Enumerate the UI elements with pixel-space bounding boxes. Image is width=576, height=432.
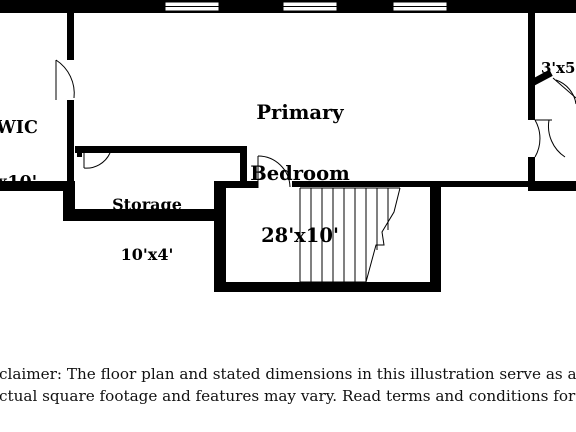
primary-bedroom-name-line1: Primary	[256, 100, 344, 124]
window-2	[282, 1, 338, 12]
closet-dimensions: 3'x5	[541, 58, 576, 77]
primary-bedroom-dimensions: 28'x10'	[261, 223, 339, 247]
primary-bedroom-label: Primary Bedroom 28'x10'	[230, 62, 370, 267]
closet-door-upper	[552, 77, 576, 105]
closet-jog	[528, 69, 553, 88]
storage-bottom-outer-wall	[63, 209, 226, 221]
windows	[164, 1, 448, 12]
storage-name: Storage	[112, 194, 182, 214]
primary-bedroom-name-line2: Bedroom	[250, 162, 350, 186]
stair-enclosure-bottom-wall	[214, 282, 441, 292]
closet-wall-lower	[528, 157, 535, 191]
storage-top-wall	[75, 146, 247, 153]
bottom-wall-left	[0, 181, 75, 191]
disclaimer-line2: ctual square footage and features may va…	[0, 387, 576, 405]
bedroom-bottom-wall	[292, 181, 542, 187]
wic-name: WIC	[0, 117, 38, 138]
storage-right-wall	[240, 146, 247, 188]
disclaimer: claimer: The floor plan and stated dimen…	[0, 364, 576, 406]
closet-wall-upper	[528, 10, 535, 120]
wic-label: WIC x10'	[0, 82, 42, 211]
storage-dimensions: 10'x4'	[120, 244, 174, 264]
window-1	[164, 1, 220, 12]
interior-walls	[67, 10, 553, 191]
stair-enclosure-right-wall	[430, 181, 441, 292]
wic-door	[55, 59, 75, 100]
doors	[55, 59, 576, 188]
storage-label: Storage 10'x4'	[104, 163, 190, 281]
bottom-wall-right	[530, 181, 576, 191]
stair-door	[257, 155, 291, 188]
closet-label: 3'x5	[541, 29, 576, 92]
storage-door	[83, 152, 111, 169]
wic-dimensions: x10'	[0, 172, 38, 193]
stair-enclosure-left-wall	[214, 181, 226, 292]
window-3	[392, 1, 448, 12]
staircase[interactable]	[299, 187, 401, 283]
closet-door	[534, 119, 566, 158]
disclaimer-line1: claimer: The floor plan and stated dimen…	[0, 365, 576, 383]
storage-bottom-inner-wall	[226, 181, 258, 188]
storage-door-jamb	[77, 146, 82, 157]
wic-wall-lower	[67, 100, 74, 190]
storage-left-outer-wall	[63, 181, 75, 221]
wic-wall-upper	[67, 10, 74, 60]
